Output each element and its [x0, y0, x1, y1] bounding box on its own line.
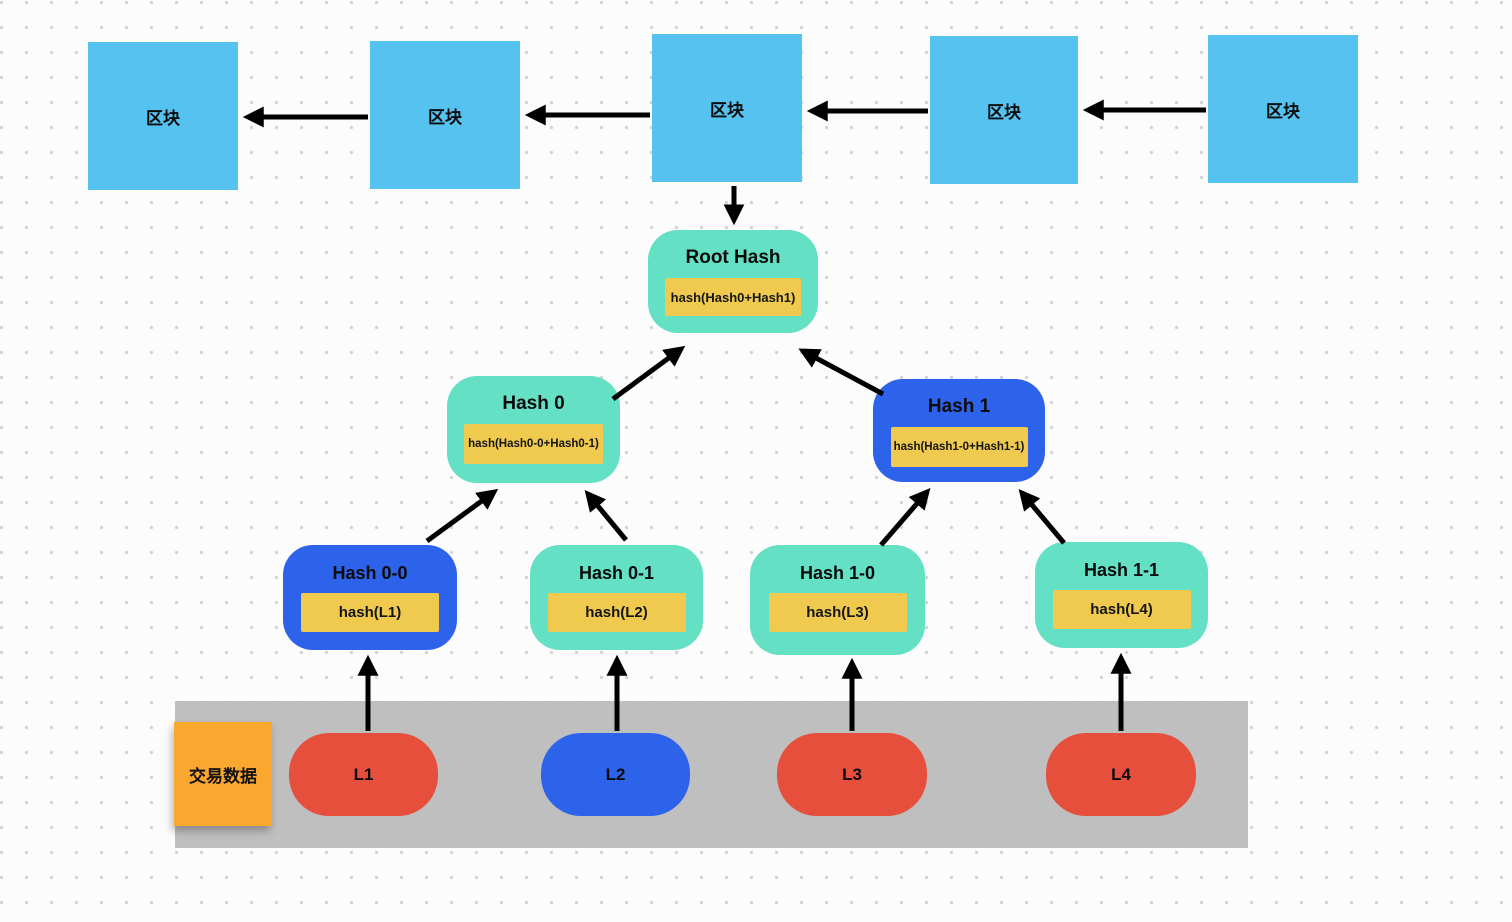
hash-0-formula: hash(Hash0-0+Hash0-1): [464, 424, 603, 464]
transaction-data-label: 交易数据: [189, 766, 257, 786]
hash-1-0-formula: hash(L3): [768, 593, 907, 632]
root-hash-formula: hash(Hash0+Hash1): [665, 278, 801, 316]
block-node-label: 区块: [987, 102, 1021, 122]
leaf-node-l2[interactable]: L2: [541, 733, 690, 816]
hash-1-1-node[interactable]: Hash 1-1 hash(L4): [1035, 542, 1208, 648]
block-node-4[interactable]: 区块: [930, 36, 1078, 184]
block-node-2[interactable]: 区块: [370, 41, 520, 189]
leaf-node-label: L2: [605, 764, 626, 784]
hash-1-node[interactable]: Hash 1 hash(Hash1-0+Hash1-1): [873, 379, 1045, 482]
hash-1-1-formula: hash(L4): [1052, 590, 1191, 629]
leaf-node-label: L3: [842, 764, 862, 784]
root-hash-node[interactable]: Root Hash hash(Hash0+Hash1): [648, 230, 818, 333]
leaf-node-l3[interactable]: L3: [777, 733, 927, 816]
hash-0-0-formula: hash(L1): [301, 593, 439, 632]
hash-0-title: Hash 0: [502, 393, 565, 414]
block-node-1[interactable]: 区块: [88, 42, 238, 190]
leaf-node-l1[interactable]: L1: [289, 733, 438, 816]
block-node-3[interactable]: 区块: [652, 34, 802, 182]
leaf-node-label: L4: [1111, 764, 1131, 784]
leaf-node-label: L1: [353, 764, 374, 784]
leaf-node-l4[interactable]: L4: [1046, 733, 1196, 816]
transaction-data-note[interactable]: 交易数据: [174, 722, 272, 826]
hash-0-1-formula: hash(L2): [547, 593, 686, 632]
hash-1-title: Hash 1: [927, 396, 991, 417]
root-hash-title: Root Hash: [685, 247, 781, 268]
hash-0-0-node[interactable]: Hash 0-0 hash(L1): [283, 545, 457, 650]
block-node-label: 区块: [146, 108, 180, 128]
hash-0-1-node[interactable]: Hash 0-1 hash(L2): [530, 545, 703, 650]
block-node-5[interactable]: 区块: [1208, 35, 1358, 183]
hash-1-formula: hash(Hash1-0+Hash1-1): [890, 427, 1028, 467]
block-node-label: 区块: [428, 107, 462, 127]
hash-0-1-title: Hash 0-1: [578, 563, 655, 583]
hash-0-0-title: Hash 0-0: [332, 563, 408, 583]
hash-1-0-node[interactable]: Hash 1-0 hash(L3): [750, 545, 925, 655]
block-node-label: 区块: [710, 100, 744, 120]
hash-1-1-title: Hash 1-1: [1083, 560, 1160, 580]
hash-1-0-title: Hash 1-0: [799, 563, 876, 583]
block-node-label: 区块: [1266, 101, 1300, 121]
hash-0-node[interactable]: Hash 0 hash(Hash0-0+Hash0-1): [447, 376, 620, 483]
